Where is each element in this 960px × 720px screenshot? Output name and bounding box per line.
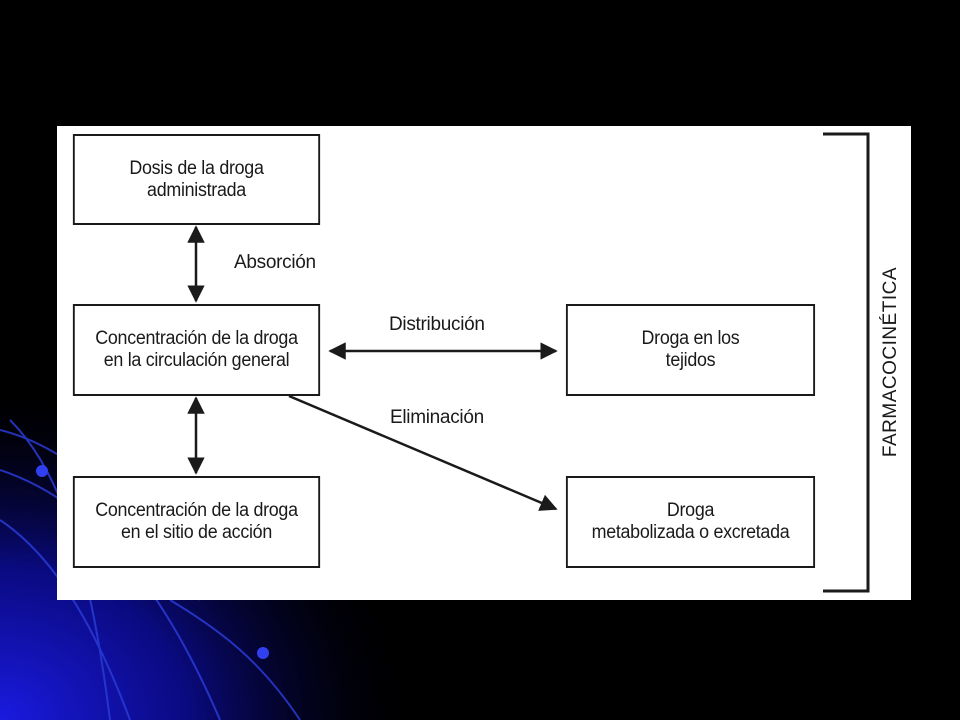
box-dose-line-1: Dosis de la droga <box>129 157 264 179</box>
decorative-dot <box>257 647 269 659</box>
label-absorption: Absorción <box>234 252 316 273</box>
box-site: Concentración de la droga en el sitio de… <box>72 476 321 568</box>
box-dose-line-2: administrada <box>147 179 246 201</box>
box-dose: Dosis de la droga administrada <box>72 134 321 225</box>
box-metabolized-line-1: Droga <box>666 500 715 521</box>
box-metabolized-line-2: metabolizada o excretada <box>591 522 790 543</box>
pharmacokinetics-bracket <box>823 132 870 593</box>
elimination-arrow <box>288 394 558 511</box>
box-site-line-1: Concentración de la droga <box>95 500 298 521</box>
box-metabolized: Droga metabolizada o excretada <box>565 476 816 568</box>
box-circulation-line-1: Concentración de la droga <box>95 328 298 349</box>
box-tissues-line-2: tejidos <box>665 350 716 371</box>
pharmacokinetics-label: FARMACOCINÉTICA <box>880 266 901 458</box>
box-circulation-line-2: en la circulación general <box>103 350 290 371</box>
label-elimination: Eliminación <box>390 407 484 428</box>
diagram-panel: Dosis de la droga administrada Concentra… <box>57 126 911 600</box>
box-site-line-2: en el sitio de acción <box>121 522 272 543</box>
box-tissues: Droga en los tejidos <box>565 304 816 396</box>
diagram-connectors <box>187 132 870 593</box>
decorative-dot <box>36 465 48 477</box>
box-circulation: Concentración de la droga en la circulac… <box>72 304 321 396</box>
label-distribution: Distribución <box>389 314 485 335</box>
box-tissues-line-1: Droga en los <box>641 328 740 349</box>
